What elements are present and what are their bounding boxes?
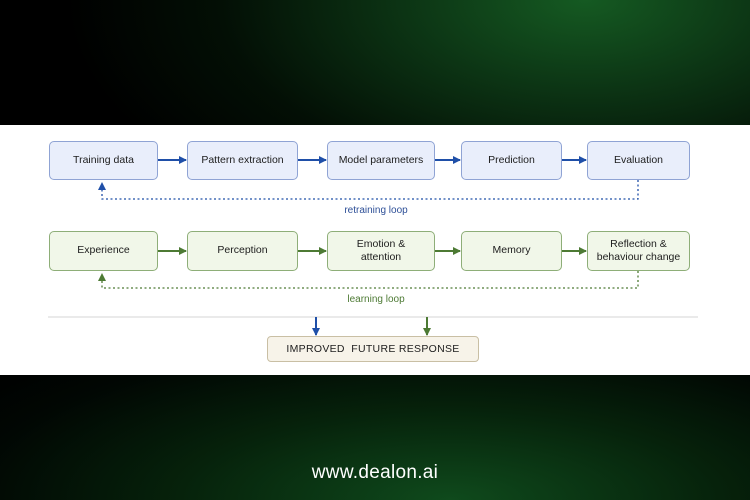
retraining-loop-label: retraining loop: [344, 205, 408, 216]
node-memory: Memory: [461, 231, 562, 271]
background-bottom: [0, 375, 750, 500]
result-box: IMPROVED FUTURE RESPONSE: [267, 336, 479, 362]
node-perception: Perception: [187, 231, 298, 271]
node-model-parameters: Model parameters: [327, 141, 435, 180]
node-evaluation: Evaluation: [587, 141, 690, 180]
node-experience: Experience: [49, 231, 158, 271]
diagram-panel: Training data Pattern extraction Model p…: [0, 125, 750, 375]
learning-loop-label: learning loop: [347, 294, 405, 305]
node-prediction: Prediction: [461, 141, 562, 180]
node-training-data: Training data: [49, 141, 158, 180]
retraining-loop-path: [98, 180, 639, 200]
connectors: [48, 156, 698, 336]
learning-loop-path: [98, 271, 639, 289]
footer-website: www.dealon.ai: [311, 462, 439, 483]
node-emotion-attention: Emotion & attention: [327, 231, 435, 271]
node-pattern-extraction: Pattern extraction: [187, 141, 298, 180]
node-reflection-behaviour-change: Reflection & behaviour change: [587, 231, 690, 271]
